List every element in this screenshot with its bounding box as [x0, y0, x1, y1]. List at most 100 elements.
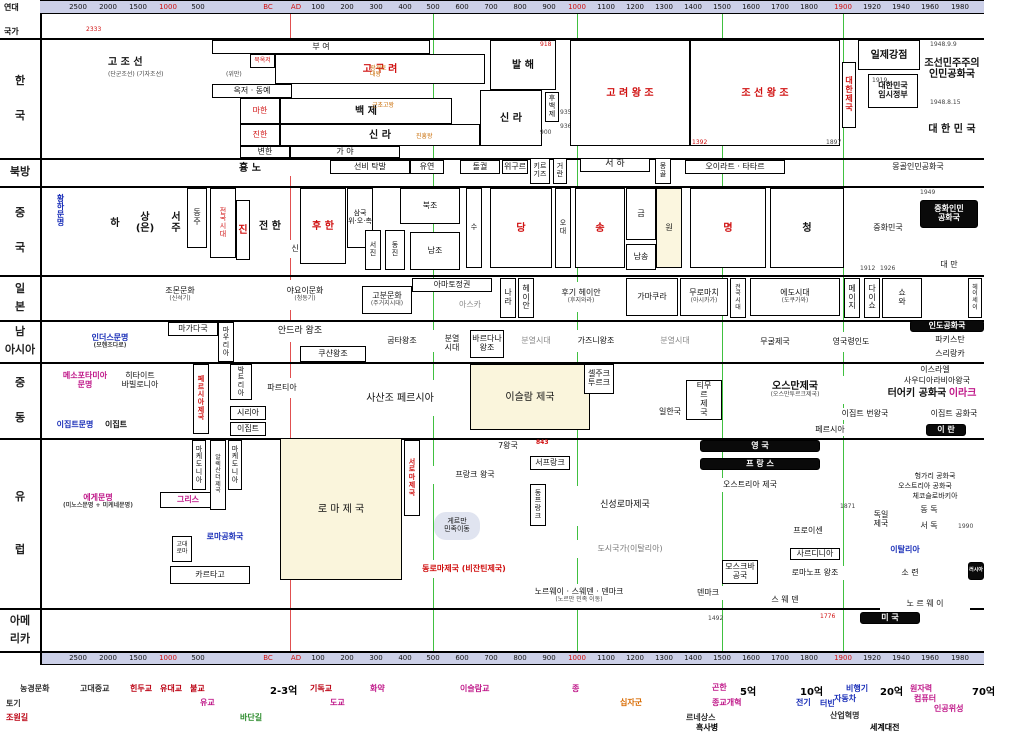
sengoku: 전 국 시 대: [730, 278, 746, 318]
carthage: 카르타고: [170, 566, 250, 584]
top-tick: 200: [340, 3, 354, 11]
macedonia: 마 케 도 니 아: [192, 440, 206, 490]
bunyeol2: 분열시대: [506, 330, 566, 352]
norway: 노 르 웨 이: [880, 598, 970, 610]
y936: 936: [560, 123, 572, 130]
top-tick: 1100: [597, 3, 615, 11]
hyungno: 흉 노: [160, 160, 340, 176]
france: 프 랑 스: [700, 458, 820, 470]
meso-civ: 메소포타미아 문명: [50, 368, 120, 394]
gojoseon-sub: (단군조선) (기자조선): [108, 71, 164, 78]
y1949: 1949: [920, 189, 936, 196]
region-middle-east: 중 동: [14, 375, 26, 424]
yuyeon: 유연: [410, 160, 444, 174]
song: 송: [575, 188, 625, 268]
y1948b: 1948.8.15: [930, 99, 961, 106]
israel: 이스라엘: [900, 364, 970, 376]
bottom-tick: 1200: [626, 654, 644, 662]
oirat: 오이라트 · 타타르: [685, 160, 785, 174]
okjeo: 옥저 · 동예: [212, 84, 292, 98]
sweden: 스 웨 덴: [740, 594, 830, 606]
islam: 이슬람 제국: [470, 364, 590, 430]
rok: 대 한 민 국: [922, 120, 982, 138]
bottom-tick: 500: [426, 654, 440, 662]
wrome: 서 로 마 제 국: [404, 440, 420, 516]
top-tick: 1940: [892, 3, 910, 11]
guide-line-1500: [722, 14, 723, 651]
footer-item: 힌두교: [130, 684, 153, 693]
footer-item: 산업혁명: [830, 711, 860, 720]
germany2: 동 독: [904, 504, 954, 516]
top-tick: 100: [311, 3, 325, 11]
top-tick: 500: [191, 3, 205, 11]
jinheung: 진흥왕: [416, 133, 433, 140]
jeonhan: 전 한: [250, 188, 290, 264]
y1912: 1912: [860, 265, 876, 272]
footer-item: 불교: [190, 684, 205, 693]
footer-item: 인공위성: [934, 704, 964, 713]
chunchu: 동 주: [187, 188, 207, 248]
row-sep: [0, 651, 984, 653]
top-tick: 1300: [655, 3, 673, 11]
dang: 당: [490, 188, 552, 268]
top-tick: 1200: [626, 3, 644, 11]
y1776: 1776: [820, 613, 836, 620]
gwanggaeto: 광개토 대왕: [370, 65, 387, 78]
mahan: 마한: [240, 98, 280, 124]
srilanka: 스리랑카: [920, 348, 980, 360]
row-sep: [0, 362, 984, 364]
hubaekje: 후 백 제: [545, 92, 559, 122]
footer-item: 원자력: [910, 684, 933, 693]
footer-item: 터빈: [820, 699, 835, 708]
bottom-tick: 1100: [597, 654, 615, 662]
nara: 나 라: [500, 278, 516, 318]
top-tick: 1700: [771, 3, 789, 11]
germany3: 서 독: [904, 520, 954, 532]
y1919: 1919: [872, 77, 888, 84]
bukjo: 북조: [400, 188, 460, 224]
bottom-tick: 600: [455, 654, 469, 662]
egyptrep: 이집트 번왕국: [830, 408, 900, 420]
top-tick: 2000: [99, 3, 117, 11]
balhae: 발 해: [490, 40, 556, 90]
top-tick: 600: [455, 3, 469, 11]
bottom-tick: 100: [311, 654, 325, 662]
ilje: 일제강점: [858, 40, 920, 70]
row-sep: [0, 158, 984, 160]
top-tick: 900: [542, 3, 556, 11]
silla: 신 라: [280, 124, 480, 146]
top-tick: 1900: [834, 3, 852, 11]
y1990: 1990: [958, 523, 974, 530]
daeman: 대 만: [920, 258, 978, 272]
greece: 그리스: [160, 492, 216, 508]
bottom-tick: 2000: [99, 654, 117, 662]
row-sep: [0, 275, 984, 277]
kofun: 고분문화(주거지시대): [362, 286, 412, 314]
top-tick: 500: [426, 3, 440, 11]
czech: 체코슬로바키아: [890, 492, 980, 502]
romerep: 로마공화국: [194, 530, 256, 544]
bunyeol3: 분열시대: [630, 330, 720, 352]
footer-item: 십자군: [620, 698, 643, 707]
won-china: 원: [656, 188, 682, 268]
y935: 935: [560, 109, 572, 116]
heisei: 헤 이 세 이: [968, 278, 982, 318]
footer-item: 비행기: [846, 684, 869, 693]
gupta: 굽타왕조: [366, 330, 438, 352]
bottom-tick: 1500: [129, 654, 147, 662]
hittite: 히타이트 바빌로니아: [110, 368, 170, 394]
footer-item: 10억: [800, 687, 824, 698]
top-tick: 1000: [568, 3, 586, 11]
footer-item: 조원길: [6, 713, 29, 722]
soviet: 소 련: [880, 566, 940, 580]
persia2: 페르시아: [800, 424, 860, 436]
bottom-tick: 1940: [892, 654, 910, 662]
bottom-tick: 300: [369, 654, 383, 662]
aegean: 에게문명(미노스문명 + 미케네문명): [48, 490, 148, 514]
jinhan: 진한: [240, 124, 280, 146]
top-tick: AD: [290, 3, 302, 11]
india: 인도공화국: [910, 320, 984, 332]
bunyeol: 분열 시대: [438, 330, 466, 358]
prussia: 프로이센: [780, 524, 836, 538]
meiji: 메 이 지: [844, 278, 860, 318]
